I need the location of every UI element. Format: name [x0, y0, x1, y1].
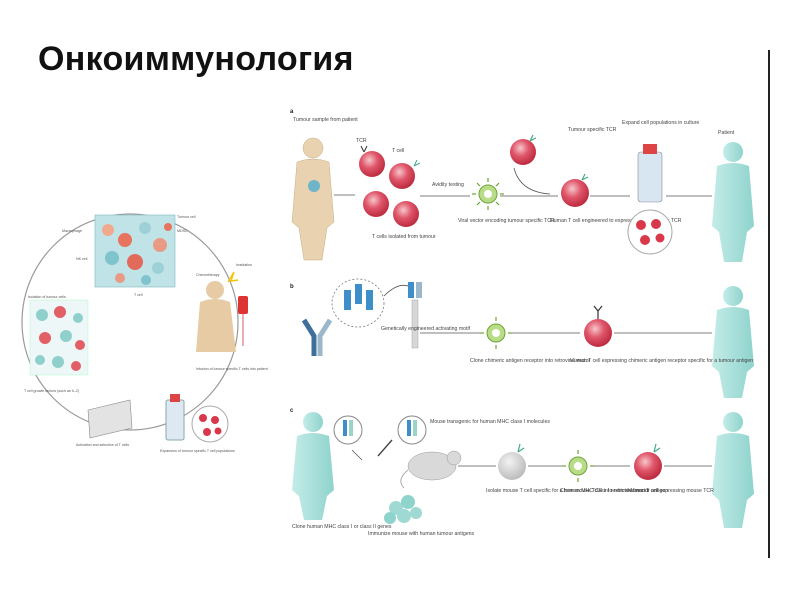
cycle-ring	[21, 213, 239, 431]
isolated-t-cells	[359, 145, 421, 227]
patient-figure-b	[712, 286, 754, 398]
label-activation: Activation and selection of T cells	[76, 443, 129, 447]
label-clone-mhc: Clone human MHC class I or class II gene…	[292, 524, 392, 530]
panel-b: b Genetically engineered activating moti…	[290, 278, 753, 364]
car-construct-icon	[408, 282, 422, 349]
patient-figure-c	[712, 412, 754, 528]
label-mdsc: MDSC	[177, 229, 188, 233]
label-immunize: Immunize mouse with human tumour antigen…	[368, 531, 475, 537]
label-clone-car: Clone chimeric antigen receptor into ret…	[470, 358, 591, 364]
label-macrophage: Macrophage	[62, 229, 82, 233]
label-infusion: Infusion of tumour specific T cells into…	[196, 367, 268, 371]
label-clone-tcr: Clone mouse TCR into retroviral vector	[560, 488, 650, 494]
panel-a-letter: a	[290, 109, 294, 115]
donor-figure-c	[292, 412, 334, 520]
tumour-patient-figure	[291, 137, 335, 261]
antibody-icon	[301, 318, 333, 356]
engineered-human-t-cell	[561, 179, 589, 207]
tumour-tissue	[94, 214, 176, 288]
mouse-t-cell	[498, 452, 526, 480]
label-nk-cell: NK cell	[76, 257, 88, 261]
retroviral-vector-b	[480, 317, 512, 349]
activation-dish	[87, 399, 133, 439]
chimeric-fragment-icon	[344, 284, 373, 310]
label-tumour-cell: Tumour cell	[177, 215, 196, 219]
label-tcr: TCR	[356, 138, 367, 144]
slide-title: Онкоиммунология	[38, 40, 354, 78]
label-expand: Expand cell populations in culture	[622, 120, 699, 126]
label-isolated: T cells isolated from tumour	[372, 234, 436, 240]
label-motif: Genetically engineered activating motif	[381, 326, 471, 332]
patient-infusion-figure	[196, 271, 248, 352]
panel-b-letter: b	[290, 284, 294, 290]
label-car-t-cell: Human T cell expressing chimeric antigen…	[570, 358, 753, 364]
mouse-mhc-callout	[397, 415, 427, 445]
tumour-specific-tcr-cell	[510, 139, 536, 165]
syringe-icon	[377, 439, 393, 457]
left-cycle: Tumour cell Macrophage T cell NK cell MD…	[21, 213, 268, 453]
isolated-tumour-cells	[29, 299, 89, 376]
label-isolation: Isolation of tumour cells	[28, 295, 66, 299]
retroviral-vector-c	[562, 450, 594, 482]
mhc-gene-callout	[333, 415, 363, 445]
human-t-cell-mouse-tcr	[634, 452, 662, 480]
label-viral-vector: Viral vector encoding tumour specific TC…	[458, 218, 555, 224]
panel-c: c Clone human MHC class I or class II ge…	[290, 408, 714, 537]
panel-c-letter: c	[290, 408, 294, 414]
label-patient: Patient	[718, 130, 735, 136]
label-tumour-specific-tcr: Tumour specific TCR	[568, 127, 617, 133]
right-border-line	[768, 50, 770, 558]
label-engineered: Human T cell engineered to express tumou…	[550, 218, 682, 224]
label-irradiation: Irradiation	[236, 263, 252, 267]
car-t-cell	[584, 319, 612, 347]
expansion-flask	[627, 144, 673, 255]
viral-vector	[472, 178, 504, 210]
label-human-tcr: Human T cell expressing mouse TCR	[628, 488, 714, 494]
panel-a: a Tumour sample from patient TCR T cell …	[290, 109, 735, 261]
label-chemotherapy: Chemotherapy	[196, 273, 220, 277]
label-t-cell-a: T cell	[392, 148, 404, 154]
label-tumour-sample: Tumour sample from patient	[293, 117, 358, 123]
label-isolate: Isolate mouse T cell specific for a huma…	[486, 488, 668, 494]
patient-figure-a	[712, 142, 754, 262]
mouse-icon	[400, 450, 462, 489]
label-transgenic-mouse: Mouse transgenic for human MHC class I m…	[430, 419, 550, 425]
label-expansion: Expansion of tumour specific T cell popu…	[160, 449, 235, 453]
culture-flask	[165, 394, 229, 443]
label-growth-factors: T cell growth factors (such as IL-2)	[24, 389, 79, 393]
tumour-antigen-cluster	[384, 495, 422, 524]
label-avidity: Avidity testing	[432, 182, 464, 188]
label-t-cell: T cell	[134, 293, 143, 297]
cycle-labels: Tumour cell Macrophage T cell NK cell MD…	[24, 215, 268, 453]
